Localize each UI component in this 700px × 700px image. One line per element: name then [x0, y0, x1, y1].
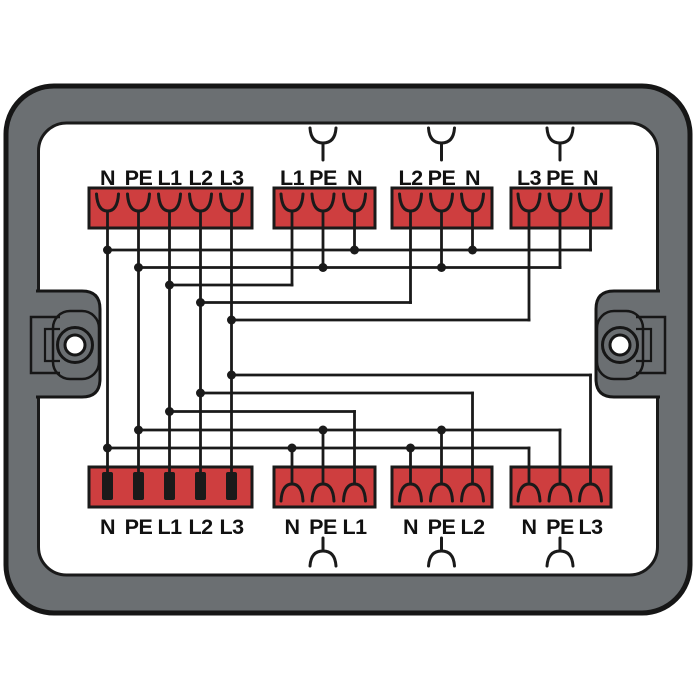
fork-terminal — [279, 482, 305, 503]
fork-terminal — [95, 192, 120, 213]
branch-icon — [308, 536, 338, 568]
terminal-label: PE — [428, 515, 456, 539]
terminal-label: PE — [546, 515, 574, 539]
terminal-label: PE — [309, 166, 337, 190]
bracket-left-inner — [43, 327, 60, 363]
junction — [227, 370, 236, 380]
fork-terminal — [310, 192, 336, 213]
terminal-label: L1 — [280, 166, 305, 190]
terminal-label: L2 — [188, 166, 213, 190]
terminal-label: PE — [125, 166, 153, 190]
mounting-tab-left — [29, 289, 102, 399]
terminal-label: L2 — [188, 515, 213, 539]
bracket-right — [636, 315, 667, 375]
labels-top: N PE L1 L2 L3 L1 PE N L2 PE N L3 PE N — [100, 166, 599, 190]
push-in-terminal — [133, 472, 144, 500]
push-in-terminal — [102, 472, 113, 500]
junction — [165, 280, 174, 290]
junction — [287, 443, 297, 453]
fork-terminal — [516, 482, 542, 503]
junction — [134, 425, 143, 435]
junction — [134, 263, 143, 272]
fork-terminal — [188, 192, 213, 213]
fork-terminal — [126, 192, 151, 213]
terminal-label: N — [100, 166, 115, 190]
terminal-label: N — [403, 515, 418, 539]
wiring — [106, 209, 592, 486]
terminal-label: PE — [546, 166, 574, 190]
terminal-label: N — [284, 515, 299, 539]
junction — [468, 245, 477, 255]
fork-terminal — [516, 192, 542, 213]
terminal-label: L1 — [342, 515, 367, 539]
fork-terminal — [310, 482, 336, 503]
fork-terminal — [219, 192, 244, 213]
terminal-label: N — [521, 515, 536, 539]
branch-symbols-top — [308, 126, 575, 162]
fork-terminal — [279, 192, 305, 213]
terminal-label: PE — [309, 515, 337, 539]
junction — [165, 407, 174, 416]
junction — [437, 425, 446, 435]
screw-hole-right — [608, 333, 632, 357]
fork-terminal — [398, 192, 423, 213]
fork-terminal — [460, 482, 485, 503]
screw-hole-left — [63, 333, 87, 357]
terminal-forks-top — [95, 192, 603, 213]
branch-icon — [545, 536, 575, 568]
fork-terminal — [460, 192, 485, 213]
fork-terminal — [398, 482, 423, 503]
labels-bottom: N PE L1 L2 L3 N PE L1 N PE L2 N PE L3 — [100, 515, 604, 539]
junction-dots — [103, 245, 477, 453]
mounting-tab-right — [594, 289, 667, 399]
junction — [437, 263, 446, 272]
fork-terminal — [578, 192, 603, 213]
terminal-label: L3 — [219, 515, 244, 539]
push-in-terminal — [164, 472, 175, 500]
junction — [227, 315, 236, 325]
branch-icon — [427, 536, 456, 568]
terminal-label: PE — [428, 166, 456, 190]
junction — [196, 388, 205, 398]
fork-terminal — [578, 482, 603, 503]
branch-icon — [427, 126, 456, 162]
junction — [196, 298, 205, 307]
terminal-label: L1 — [157, 166, 182, 190]
bracket-left — [29, 315, 60, 375]
junction — [406, 443, 415, 453]
terminal-label: N — [347, 166, 362, 190]
branch-icon — [308, 126, 338, 162]
junction — [103, 443, 112, 453]
terminal-label: PE — [125, 515, 153, 539]
terminal-label: L2 — [460, 515, 485, 539]
junction — [103, 245, 112, 255]
terminal-slots-bottom-out — [102, 472, 237, 500]
push-in-terminal — [195, 472, 206, 500]
fork-terminal — [342, 482, 367, 503]
fork-terminal — [547, 482, 573, 503]
terminal-label: L2 — [398, 166, 423, 190]
terminal-label: L1 — [157, 515, 182, 539]
fork-terminal — [547, 192, 573, 213]
terminal-label: L3 — [517, 166, 542, 190]
branch-icon — [545, 126, 575, 162]
junction — [350, 245, 359, 255]
terminal-label: N — [583, 166, 598, 190]
fork-terminal — [342, 192, 367, 213]
fork-terminal — [429, 192, 454, 213]
branch-symbols-bottom — [308, 536, 575, 568]
fork-terminal — [429, 482, 454, 503]
terminal-label: N — [100, 515, 115, 539]
terminal-forks-bottom — [279, 482, 603, 503]
junction — [318, 263, 328, 272]
fork-terminal — [157, 192, 182, 213]
junction — [318, 425, 328, 435]
bracket-right-inner — [636, 327, 653, 363]
terminal-label: L3 — [578, 515, 603, 539]
terminal-label: N — [465, 166, 480, 190]
push-in-terminal — [226, 472, 237, 500]
terminal-label: L3 — [219, 166, 244, 190]
